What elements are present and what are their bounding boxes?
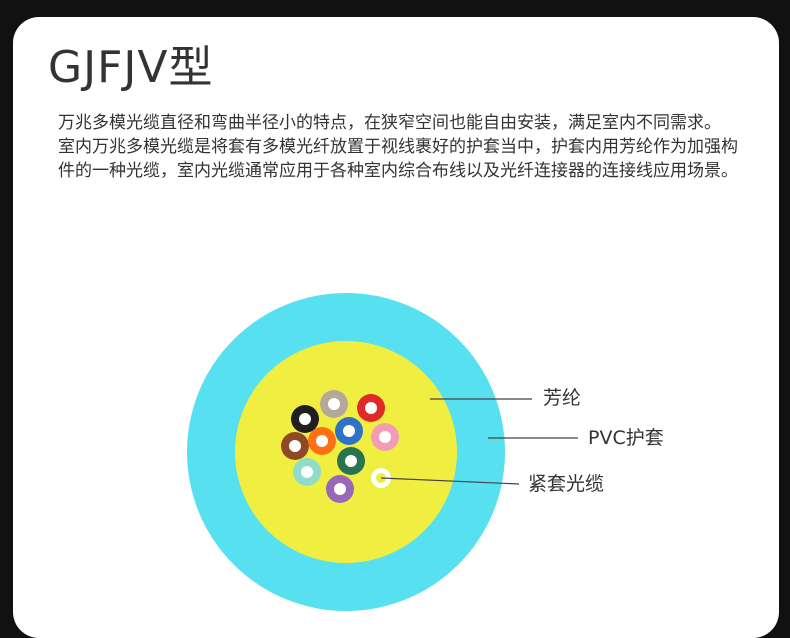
fiber-black [291,405,319,433]
fiber-bundle [281,390,399,503]
fiber-gray [320,390,348,418]
fiber-orange [308,427,336,455]
fiber-pink [371,423,399,451]
fiber-aqua [293,458,321,486]
description-paragraph-2: 室内万兆多模光缆是将套有多模光纤放置于视线裹好的护套当中，护套内用芳纶作为加强构… [58,137,738,181]
page-title: GJFJV型 [48,42,214,93]
description: 万兆多模光缆直径和弯曲半径小的特点，在狭窄空间也能自由安装，满足室内不同需求。 … [58,111,748,183]
pvc-jacket-label: PVC护套 [588,427,664,449]
tight-buffer-leader-line [380,477,520,485]
fiber-red [357,394,385,422]
fiber-brown [281,432,309,460]
fiber-blue [335,417,363,445]
fiber-violet [326,475,354,503]
fiber-green [337,447,365,475]
tight-buffer-label: 紧套光缆 [528,473,605,495]
description-paragraph-1: 万兆多模光缆直径和弯曲半径小的特点，在狭窄空间也能自由安装，满足室内不同需求。 [58,113,721,133]
aramid-label: 芳纶 [543,387,582,409]
